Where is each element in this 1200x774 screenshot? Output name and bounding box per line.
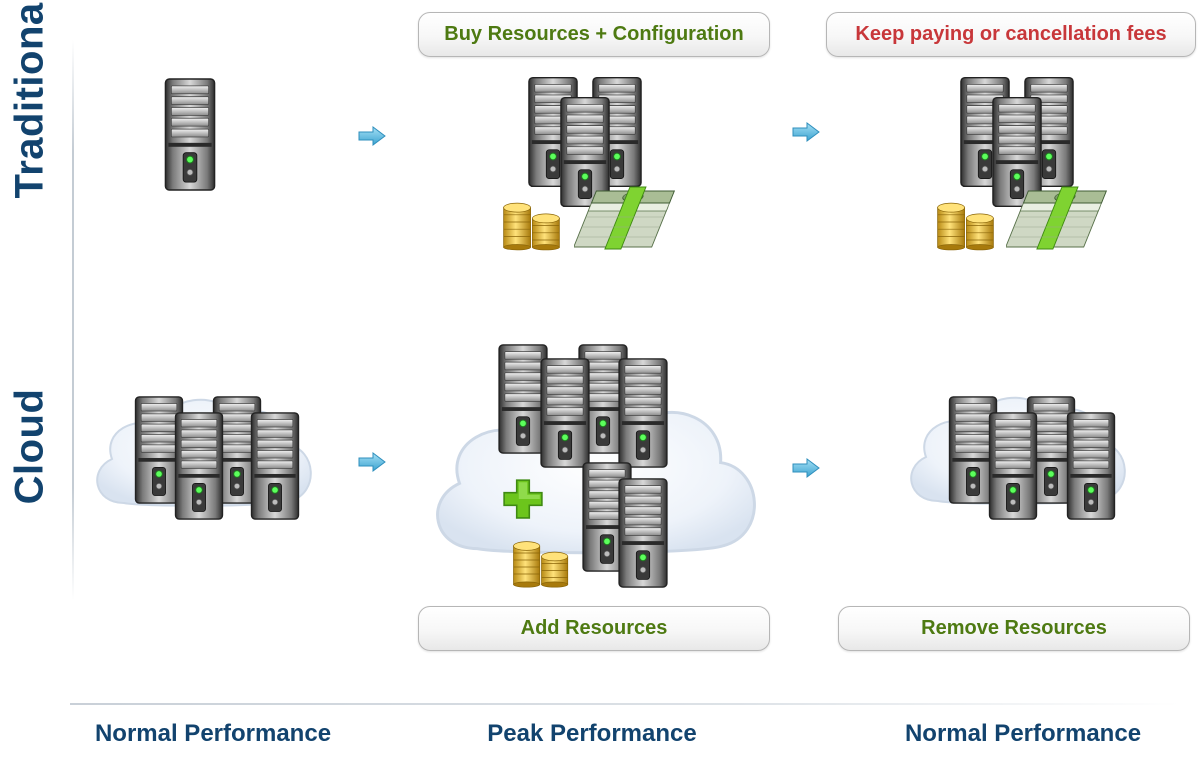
caption-keep-paying-text: Keep paying or cancellation fees <box>855 23 1167 45</box>
column-label-normal-left: Normal Performance <box>94 720 332 747</box>
server-tower-icon <box>1066 412 1116 520</box>
server-tower-icon <box>540 358 590 468</box>
coin-stack-icon <box>934 192 1006 252</box>
arrow-right-icon <box>792 122 820 142</box>
server-tower-icon <box>164 78 216 191</box>
column-label-normal-right: Normal Performance <box>904 720 1142 747</box>
caption-remove-resources-text: Remove Resources <box>921 617 1107 639</box>
caption-keep-paying: Keep paying or cancellation fees <box>826 12 1196 57</box>
caption-remove-resources: Remove Resources <box>838 606 1190 651</box>
coin-stack-icon <box>510 532 580 588</box>
row-label-traditional: Traditional <box>7 0 52 199</box>
plus-icon <box>502 478 544 520</box>
server-tower-icon <box>618 478 668 588</box>
cash-bundle-icon <box>1006 176 1116 258</box>
caption-add-resources-text: Add Resources <box>520 617 668 639</box>
caption-buy-resources-text: Buy Resources + Configuration <box>444 23 744 45</box>
arrow-right-icon <box>792 458 820 478</box>
caption-add-resources: Add Resources <box>418 606 770 651</box>
column-divider-line <box>70 703 1180 705</box>
row-divider-line <box>72 40 74 600</box>
column-label-peak: Peak Performance <box>487 720 697 747</box>
cash-bundle-icon <box>574 176 684 258</box>
server-tower-icon <box>174 412 224 520</box>
server-tower-icon <box>250 412 300 520</box>
server-tower-icon <box>618 358 668 468</box>
server-tower-icon <box>988 412 1038 520</box>
arrow-right-icon <box>358 126 386 146</box>
caption-buy-resources: Buy Resources + Configuration <box>418 12 770 57</box>
row-label-cloud: Cloud <box>7 388 52 505</box>
arrow-right-icon <box>358 452 386 472</box>
coin-stack-icon <box>500 192 572 252</box>
